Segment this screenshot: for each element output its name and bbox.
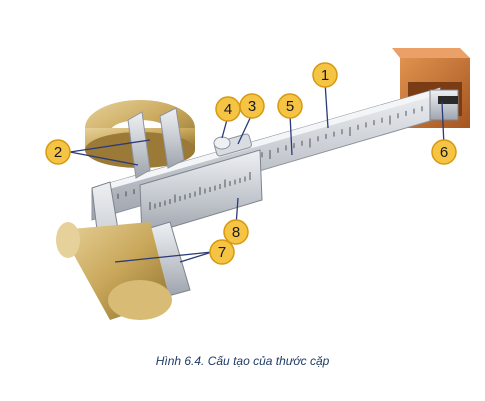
svg-text:1: 1 [321,67,329,84]
depth-rod-end [429,89,459,121]
inner-jaws [127,107,185,179]
callout-7: 7 [209,239,235,265]
callout-3: 3 [239,93,265,119]
leader-6 [441,101,445,147]
svg-text:8: 8 [232,224,240,241]
svg-text:3: 3 [248,98,256,115]
callout-1: 1 [312,62,338,88]
callout-8: 8 [223,219,249,245]
callout-2: 2 [45,139,71,165]
svg-text:7: 7 [218,244,226,261]
brass-cylinder [56,222,172,320]
leader-7b [179,251,213,263]
svg-text:5: 5 [286,98,294,115]
svg-text:4: 4 [224,101,232,118]
leader-1 [324,81,329,129]
figure-caption: Hình 6.4. Cấu tạo của thước cặp [155,354,330,368]
leader-2a [69,139,151,153]
leader-5 [289,113,293,156]
leader-2b [69,151,139,166]
callout-5: 5 [277,93,303,119]
leader-7a [114,251,213,263]
callout-4: 4 [215,96,241,122]
svg-text:6: 6 [440,144,448,161]
vernier-frame [139,133,263,237]
leader-3 [237,113,253,145]
svg-text:2: 2 [54,144,62,161]
callout-6: 6 [431,139,457,165]
caliper-illustration: 1 2 3 4 5 6 7 8 [45,48,470,320]
